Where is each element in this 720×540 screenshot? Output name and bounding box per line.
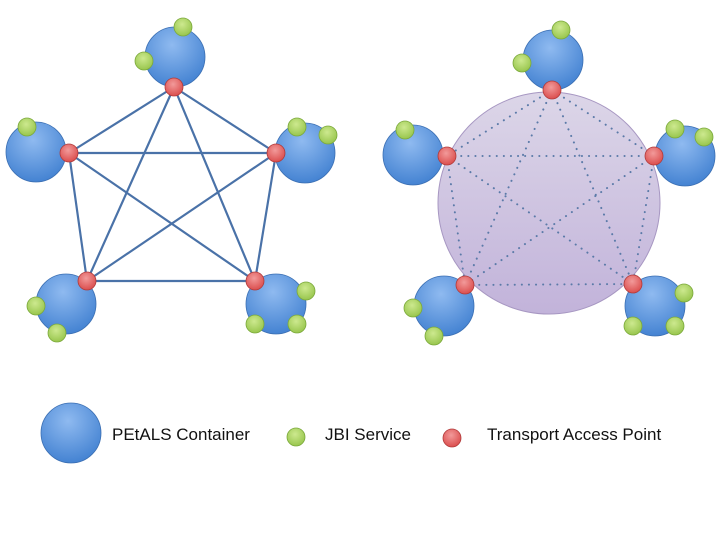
link-right-bottom-right [253, 151, 278, 283]
legend-container-icon [40, 402, 102, 464]
container-node-left [5, 117, 79, 183]
link-left-bottom-right [446, 155, 634, 285]
jbi-service [173, 17, 193, 37]
jbi-service [694, 127, 714, 147]
jbi-service [26, 296, 46, 316]
jbi-service [134, 51, 154, 71]
container-node-left [382, 120, 457, 186]
jbi-service [665, 119, 685, 139]
jbi-service [245, 314, 265, 334]
legend-service-label: JBI Service [325, 425, 411, 444]
jbi-service [296, 281, 316, 301]
link-top-left [67, 85, 176, 155]
transport-access-point [266, 143, 286, 163]
mesh-links [67, 85, 278, 283]
transport-access-point [77, 271, 97, 291]
container-node-bottom-right [623, 274, 694, 337]
jbi-service [287, 314, 307, 334]
bus-nodes [382, 20, 716, 346]
link-top-right [172, 85, 278, 155]
mesh-nodes [5, 17, 338, 343]
transport-access-point [623, 274, 643, 294]
jbi-service [318, 125, 338, 145]
link-left-bottom-left [67, 151, 89, 283]
link-top-bottom-left [85, 85, 176, 283]
link-right-bottom-left [464, 155, 655, 286]
transport-access-point [59, 143, 79, 163]
transport-access-point [644, 146, 664, 166]
container-node-right [266, 117, 338, 184]
transport-access-point [245, 271, 265, 291]
link-top-left [446, 89, 553, 157]
link-top-bottom-left [464, 89, 553, 286]
jbi-service [551, 20, 571, 40]
transport-access-point [437, 146, 457, 166]
jbi-service [665, 316, 685, 336]
container-node-top [134, 17, 206, 97]
container-node-bottom-left [26, 271, 97, 343]
legend-container-label: PEtALS Container [112, 425, 250, 444]
jbi-service [395, 120, 415, 140]
container-node-right [644, 119, 716, 187]
legend-access-point-label: Transport Access Point [487, 425, 661, 444]
link-left-bottom-left [446, 155, 466, 286]
mesh-topology-diagram [5, 17, 338, 343]
container-node-bottom-left [403, 275, 475, 346]
link-right-bottom-right [632, 155, 655, 285]
link-bottom-left-bottom-right [464, 283, 634, 286]
link-left-bottom-right [67, 151, 257, 283]
transport-access-point [164, 77, 184, 97]
legend-access-point-icon [442, 428, 462, 448]
bus-links [446, 89, 655, 286]
jbi-service [287, 117, 307, 137]
jbi-service [424, 326, 444, 346]
jbi-service [623, 316, 643, 336]
container-node-bottom-right [245, 271, 316, 335]
jbi-service [17, 117, 37, 137]
container-node-top [512, 20, 584, 100]
jbi-service [674, 283, 694, 303]
link-top-bottom-right [172, 85, 257, 283]
jbi-service [512, 53, 532, 73]
legend: PEtALS Container JBI Service Transport A… [40, 402, 661, 464]
transport-access-point [455, 275, 475, 295]
jbi-service [403, 298, 423, 318]
jbi-service [47, 323, 67, 343]
legend-service-icon [286, 427, 306, 447]
link-top-bottom-right [551, 89, 634, 285]
transport-access-point [542, 80, 562, 100]
petals-container [5, 121, 67, 183]
link-right-bottom-left [85, 151, 278, 283]
bus-topology-diagram [382, 20, 716, 346]
